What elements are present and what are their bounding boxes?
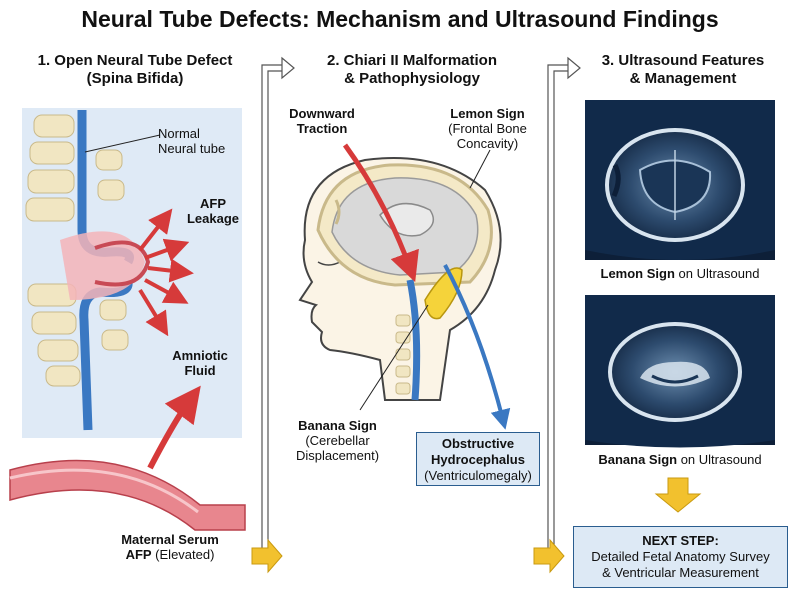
- lemon-ultrasound-caption: Lemon Sign on Ultrasound: [600, 266, 760, 281]
- afp-leakage-label: AFP Leakage: [186, 196, 240, 226]
- panel1-heading: 1. Open Neural Tube Defect (Spina Bifida…: [37, 52, 233, 87]
- amniotic-fluid-label: Amniotic Fluid: [172, 348, 228, 378]
- banana-sign-label: Banana Sign (Cerebellar Displacement): [295, 418, 380, 463]
- hydrocephalus-box: Obstructive Hydrocephalus (Ventriculomeg…: [416, 432, 540, 486]
- lemon-sign-label: Lemon Sign (Frontal Bone Concavity): [448, 106, 527, 151]
- maternal-serum-afp-label: Maternal Serum AFP (Elevated): [121, 532, 219, 562]
- normal-tube-pointer: [84, 134, 161, 153]
- hydrocephalus-arrow: [443, 264, 511, 430]
- vertebral-column: [25, 114, 129, 387]
- yellow-arrow-down: [654, 477, 702, 513]
- banana-ultrasound-caption: Banana Sign on Ultrasound: [598, 452, 762, 467]
- yellow-arrow-1: [251, 538, 283, 574]
- connector-1-to-2: [261, 64, 285, 548]
- panel2-heading: 2. Chiari II Malformation & Pathophysiol…: [326, 52, 498, 87]
- banana-pointer: [359, 304, 429, 411]
- next-step-box: NEXT STEP: Detailed Fetal Anatomy Survey…: [573, 526, 788, 588]
- connector-2-to-3: [547, 64, 571, 548]
- yellow-arrow-2: [533, 538, 565, 574]
- downward-traction-arrow: [342, 143, 419, 283]
- normal-neural-tube-label: Normal Neural tube: [158, 126, 226, 156]
- ultrasound-lemon-image: [585, 100, 775, 260]
- maternal-vessel: [9, 459, 246, 531]
- lemon-pointer: [469, 149, 491, 189]
- spinal-canal: [406, 279, 421, 401]
- downward-traction-label: Downward Traction: [289, 106, 355, 136]
- frontal-concavity: [334, 199, 341, 225]
- defect-sac-outline: [94, 240, 151, 287]
- cervical-vertebrae: [395, 314, 411, 395]
- afp-absorption-arrow: [147, 385, 201, 470]
- panel3-heading: 3. Ultrasound Features & Management: [601, 52, 765, 87]
- page-title: Neural Tube Defects: Mechanism and Ultra…: [81, 6, 719, 32]
- afp-leakage-arrows: [138, 208, 194, 337]
- ultrasound-banana-image: [585, 295, 775, 448]
